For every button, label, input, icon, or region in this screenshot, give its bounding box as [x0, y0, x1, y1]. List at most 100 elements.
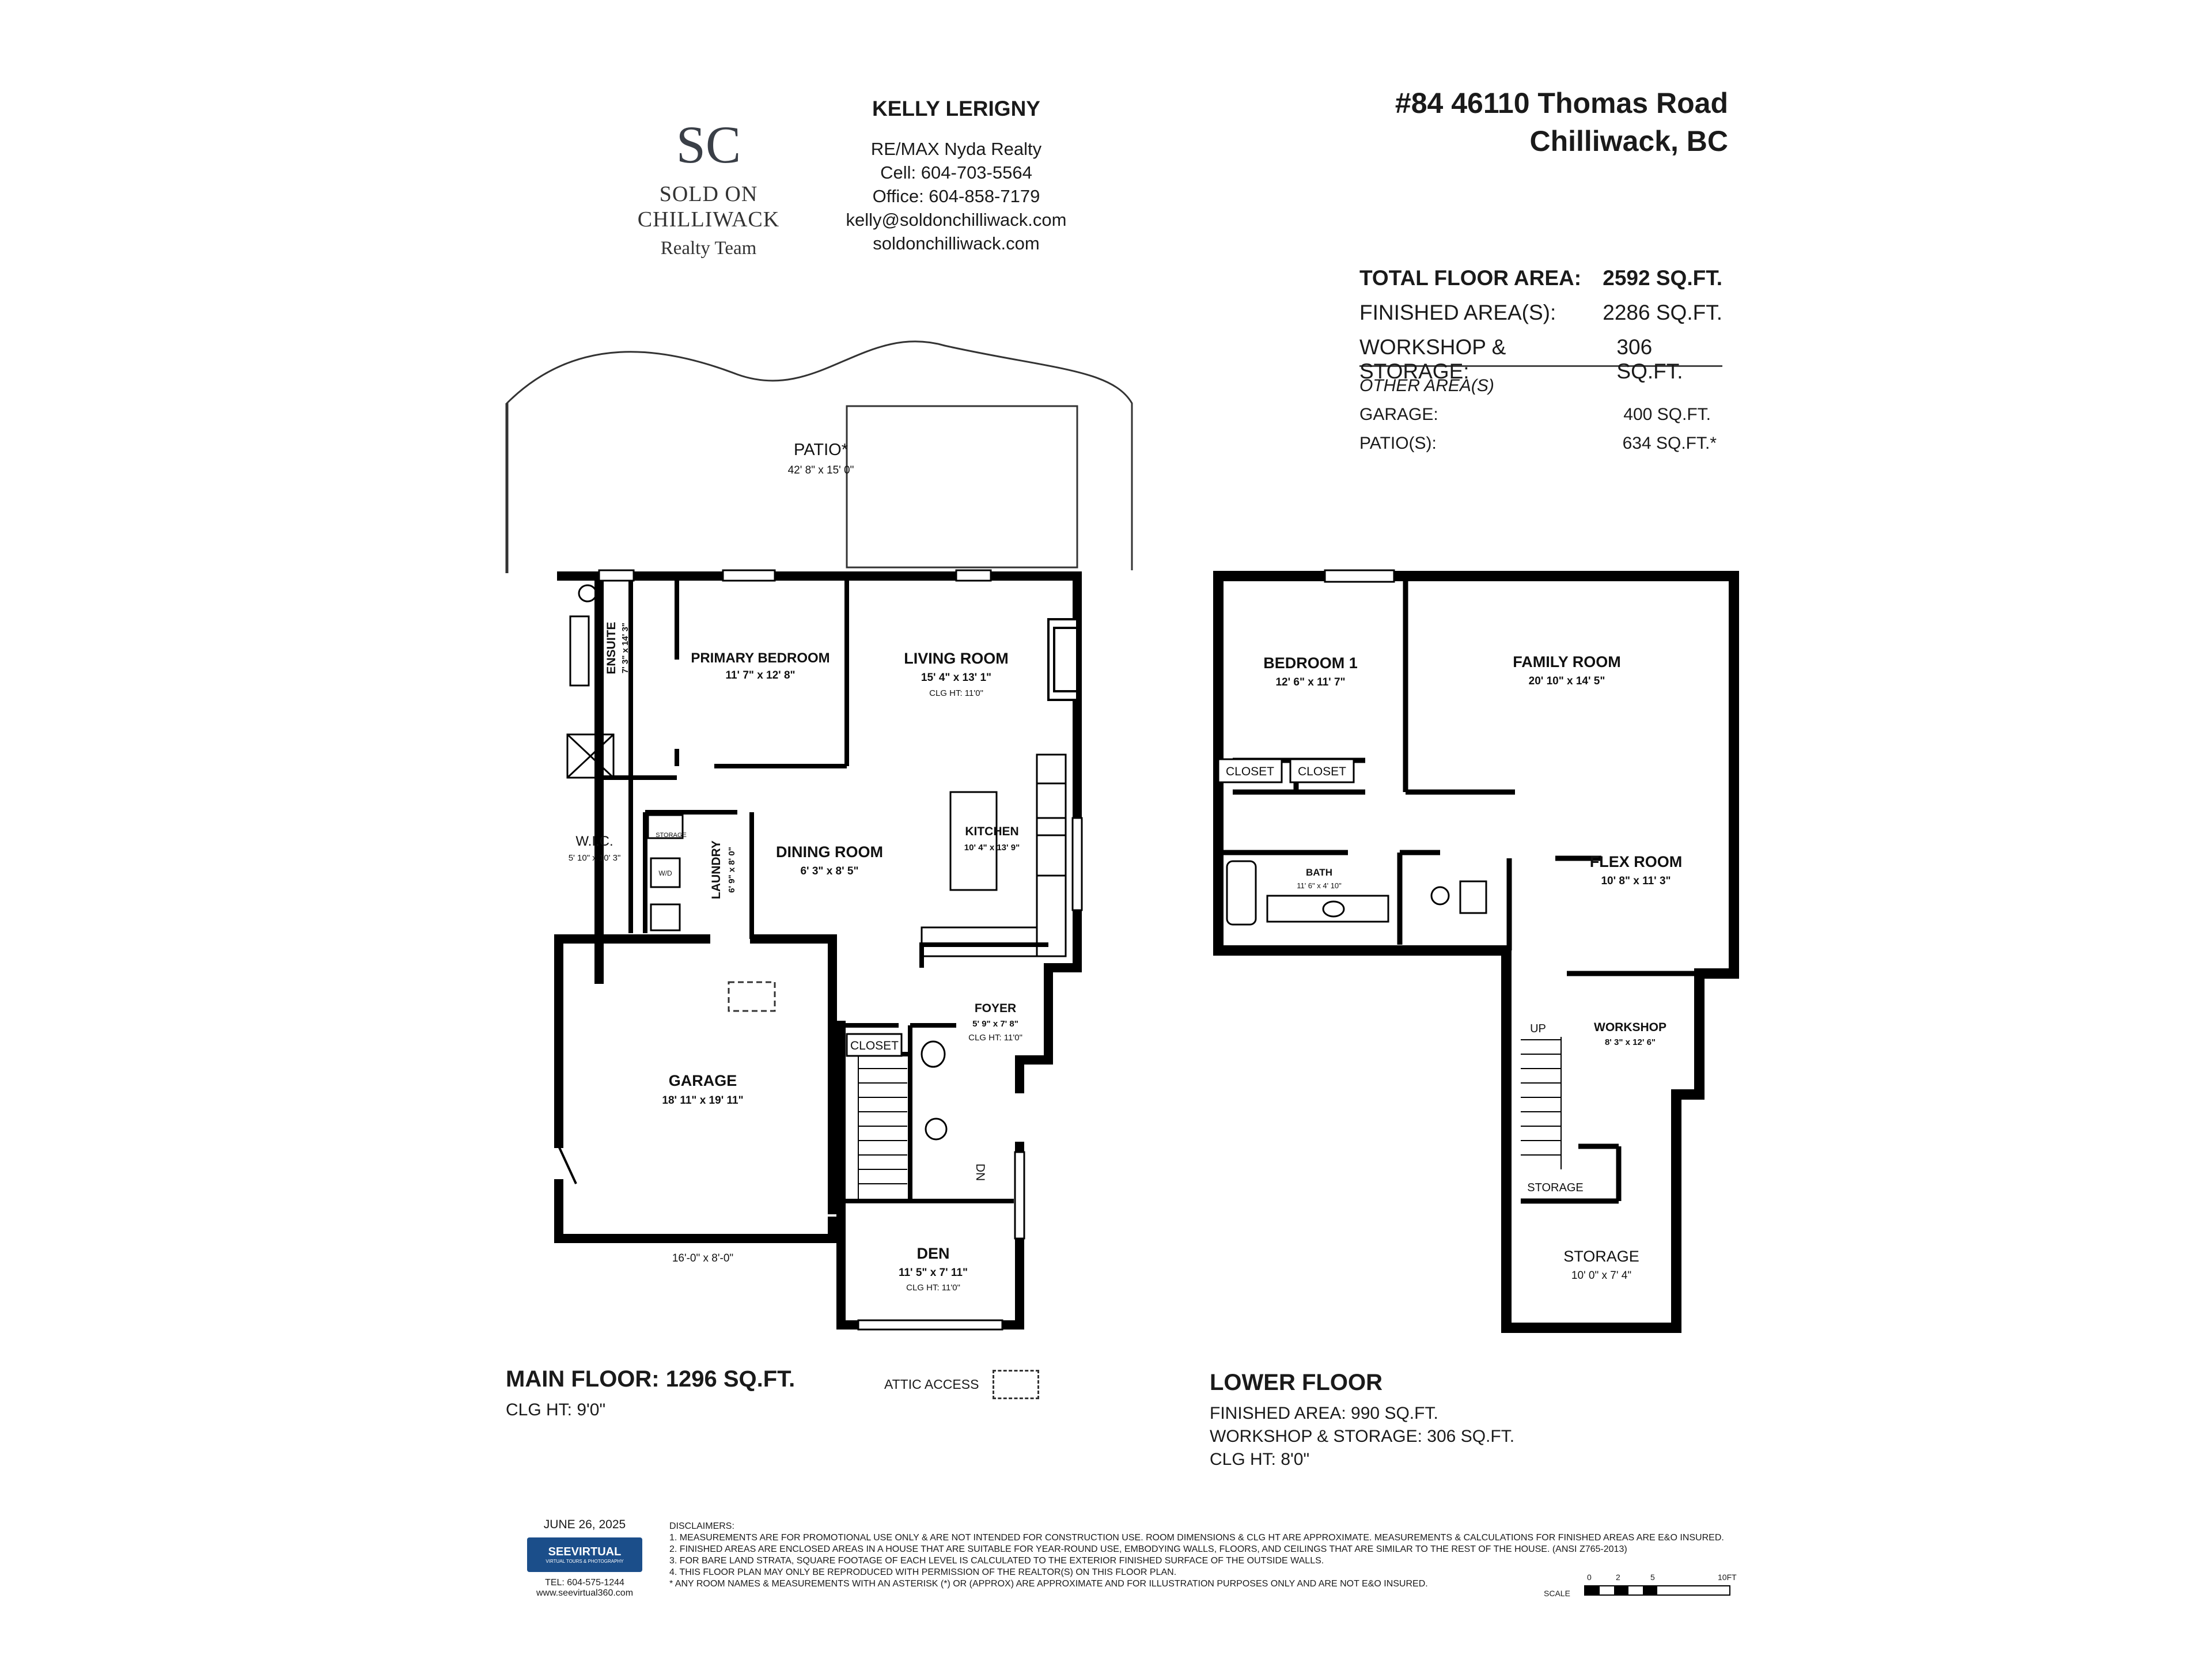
disclaimer-3: 3. FOR BARE LAND STRATA, SQUARE FOOTAGE …: [669, 1556, 1324, 1566]
living-room-clg: CLG HT: 11'0": [929, 688, 983, 698]
area-summary: TOTAL FLOOR AREA: 2592 SQ.FT. FINISHED A…: [1359, 266, 1722, 463]
stairs-down-label: DN: [974, 1164, 987, 1181]
workshop-area-label: WORKSHOP & STORAGE:: [1359, 335, 1506, 383]
patio-outline: [506, 340, 1133, 573]
plan-date: JUNE 26, 2025: [543, 1518, 626, 1531]
attic-access-hatch: [728, 981, 776, 1012]
main-stairs: [858, 1054, 907, 1201]
finished-area-row: FINISHED AREA(S): 2286 SQ.FT.: [1359, 301, 1722, 335]
flex-room-dim: 10' 8" x 11' 3": [1601, 875, 1671, 887]
bedroom1-name: BEDROOM 1: [1263, 654, 1358, 672]
agent-website[interactable]: soldonchilliwack.com: [873, 233, 1040, 253]
workshop-name: WORKSHOP: [1594, 1021, 1666, 1034]
attic-access-label: ATTIC ACCESS: [884, 1377, 979, 1392]
ensuite-fixtures: [566, 584, 615, 779]
main-floor-interior: [599, 576, 1048, 1203]
lower-floor-caption: LOWER FLOOR FINISHED AREA: 990 SQ.FT. WO…: [1210, 1370, 1514, 1469]
main-floor-caption: MAIN FLOOR: 1296 SQ.FT. CLG HT: 9'0": [506, 1366, 795, 1420]
garage-area-value: 400 SQ.FT.: [1623, 405, 1711, 424]
sink-icon-3: [1322, 900, 1345, 918]
den-name: DEN: [916, 1245, 949, 1262]
other-areas-heading: OTHER AREA(S): [1359, 376, 1494, 395]
stove-icon: [1036, 782, 1067, 819]
seevirtual-phone: TEL: 604-575-1244: [545, 1578, 624, 1588]
patio-name: PATIO*: [794, 441, 848, 459]
total-area-value: 2592 SQ.FT.: [1603, 266, 1722, 290]
agent-name: KELLY LERIGNY: [872, 97, 1040, 120]
primary-bedroom-dim: 11' 7" x 12' 8": [725, 669, 795, 681]
area-divider: [1359, 365, 1722, 367]
total-area-label: TOTAL FLOOR AREA:: [1359, 266, 1582, 290]
agent-email[interactable]: kelly@soldonchilliwack.com: [846, 210, 1067, 230]
property-address: #84 46110 Thomas Road Chilliwack, BC: [1267, 86, 1728, 158]
attic-access-legend-icon: [993, 1370, 1040, 1399]
ensuite-dim: 7' 3" x 14' 3": [620, 623, 630, 673]
scale-tick-0: 0: [1587, 1573, 1592, 1582]
foyer-name: FOYER: [975, 1002, 1016, 1015]
patio-area-row: PATIO(S): 634 SQ.FT.*: [1359, 434, 1722, 463]
lower-floor-walls: [1213, 571, 1739, 1333]
seevirtual-brand-sub: VIRTUAL TOURS & PHOTOGRAPHY: [546, 1559, 624, 1564]
furnace-icon: [1430, 886, 1450, 906]
scale-tick-2: 2: [1616, 1573, 1620, 1582]
disclaimers: DISCLAIMERS: 1. MEASUREMENTS ARE FOR PRO…: [669, 1521, 1752, 1590]
den-clg: CLG HT: 11'0": [906, 1283, 960, 1293]
disclaimer-4: 4. THIS FLOOR PLAN MAY ONLY BE REPRODUCE…: [669, 1567, 1177, 1577]
storage-name: STORAGE: [656, 832, 687, 839]
toilet-icon: [578, 584, 597, 603]
disclaimer-1: 1. MEASUREMENTS ARE FOR PROMOTIONAL USE …: [669, 1533, 1724, 1543]
agent-office: Office: 604-858-7179: [872, 186, 1040, 206]
seevirtual-logo: SEEVIRTUAL VIRTUAL TOURS & PHOTOGRAPHY: [527, 1537, 642, 1572]
total-area-row: TOTAL FLOOR AREA: 2592 SQ.FT.: [1359, 266, 1722, 301]
lower-stairs: [1521, 1037, 1562, 1169]
primary-bedroom-name: PRIMARY BEDROOM: [691, 650, 830, 666]
disclaimer-5: * ANY ROOM NAMES & MEASUREMENTS WITH AN …: [669, 1579, 1428, 1589]
closet-box: [846, 1033, 903, 1057]
storage-small-name: STORAGE: [1527, 1181, 1583, 1194]
workshop-area-value: 306 SQ.FT.: [1616, 335, 1683, 383]
scale-label: SCALE: [1544, 1589, 1570, 1598]
seevirtual-website[interactable]: www.seevirtual360.com: [536, 1588, 634, 1598]
kitchen-dim: 10' 4" x 13' 9": [964, 843, 1020, 853]
closet2-name: CLOSET: [1298, 765, 1346, 778]
agent-cell: Cell: 604-703-5564: [880, 162, 1032, 183]
main-floor-plan: PATIO* 42' 8" x 15' 0": [505, 340, 1133, 1331]
patio-cover: [846, 405, 1078, 569]
kitchen-island: [949, 791, 998, 891]
garage-door-dim: 16'-0" x 8'-0": [672, 1252, 733, 1264]
closet2-box: [1289, 758, 1355, 783]
lower-bath-fixtures: [1226, 860, 1487, 926]
kitchen-fixtures: [921, 753, 1067, 957]
patio-area-label: PATIO(S):: [1359, 434, 1437, 453]
hot-water-tank-icon: [1459, 880, 1487, 914]
agent-contact: KELLY LERIGNY RE/MAX Nyda Realty Cell: 6…: [806, 97, 1106, 255]
address-line1: #84 46110 Thomas Road: [1395, 87, 1728, 119]
main-floor-title: MAIN FLOOR: 1296 SQ.FT.: [506, 1366, 796, 1392]
finished-area-label: FINISHED AREA(S):: [1359, 301, 1556, 324]
lower-floor-finished: FINISHED AREA: 990 SQ.FT.: [1210, 1404, 1438, 1423]
workshop-dim: 8' 3" x 12' 6": [1605, 1037, 1656, 1047]
disclaimers-title: DISCLAIMERS:: [669, 1521, 734, 1531]
living-room-dim: 15' 4" x 13' 1": [921, 672, 991, 684]
sink-icon-2: [650, 903, 681, 931]
flex-room-name: FLEX ROOM: [1590, 853, 1683, 870]
family-room-name: FAMILY ROOM: [1513, 653, 1621, 671]
bedroom1-dim: 12' 6" x 11' 7": [1275, 676, 1345, 688]
powder-fixtures: [921, 1040, 948, 1141]
finished-area-value: 2286 SQ.FT.: [1603, 301, 1722, 324]
living-room-name: LIVING ROOM: [904, 650, 1009, 667]
lower-floor-clg: CLG HT: 8'0": [1210, 1450, 1310, 1469]
scale-bar-graphic: [1584, 1585, 1730, 1596]
garage-name: GARAGE: [669, 1072, 737, 1089]
lower-floor-title: LOWER FLOOR: [1210, 1370, 1382, 1395]
sink-icon: [1036, 834, 1067, 877]
main-floor-walls: [554, 571, 1082, 1330]
laundry-fixtures: [647, 814, 684, 931]
family-room-dim: 20' 10" x 14' 5": [1529, 675, 1605, 687]
den-dim: 11' 5" x 7' 11": [899, 1267, 968, 1279]
closet-name: CLOSET: [850, 1039, 899, 1052]
shower-icon: [566, 733, 615, 779]
workshop-area-row: WORKSHOP & STORAGE: 306 SQ.FT.: [1359, 335, 1722, 383]
logo-monogram: SC: [676, 115, 741, 174]
main-floor-clg: CLG HT: 9'0": [506, 1400, 606, 1419]
